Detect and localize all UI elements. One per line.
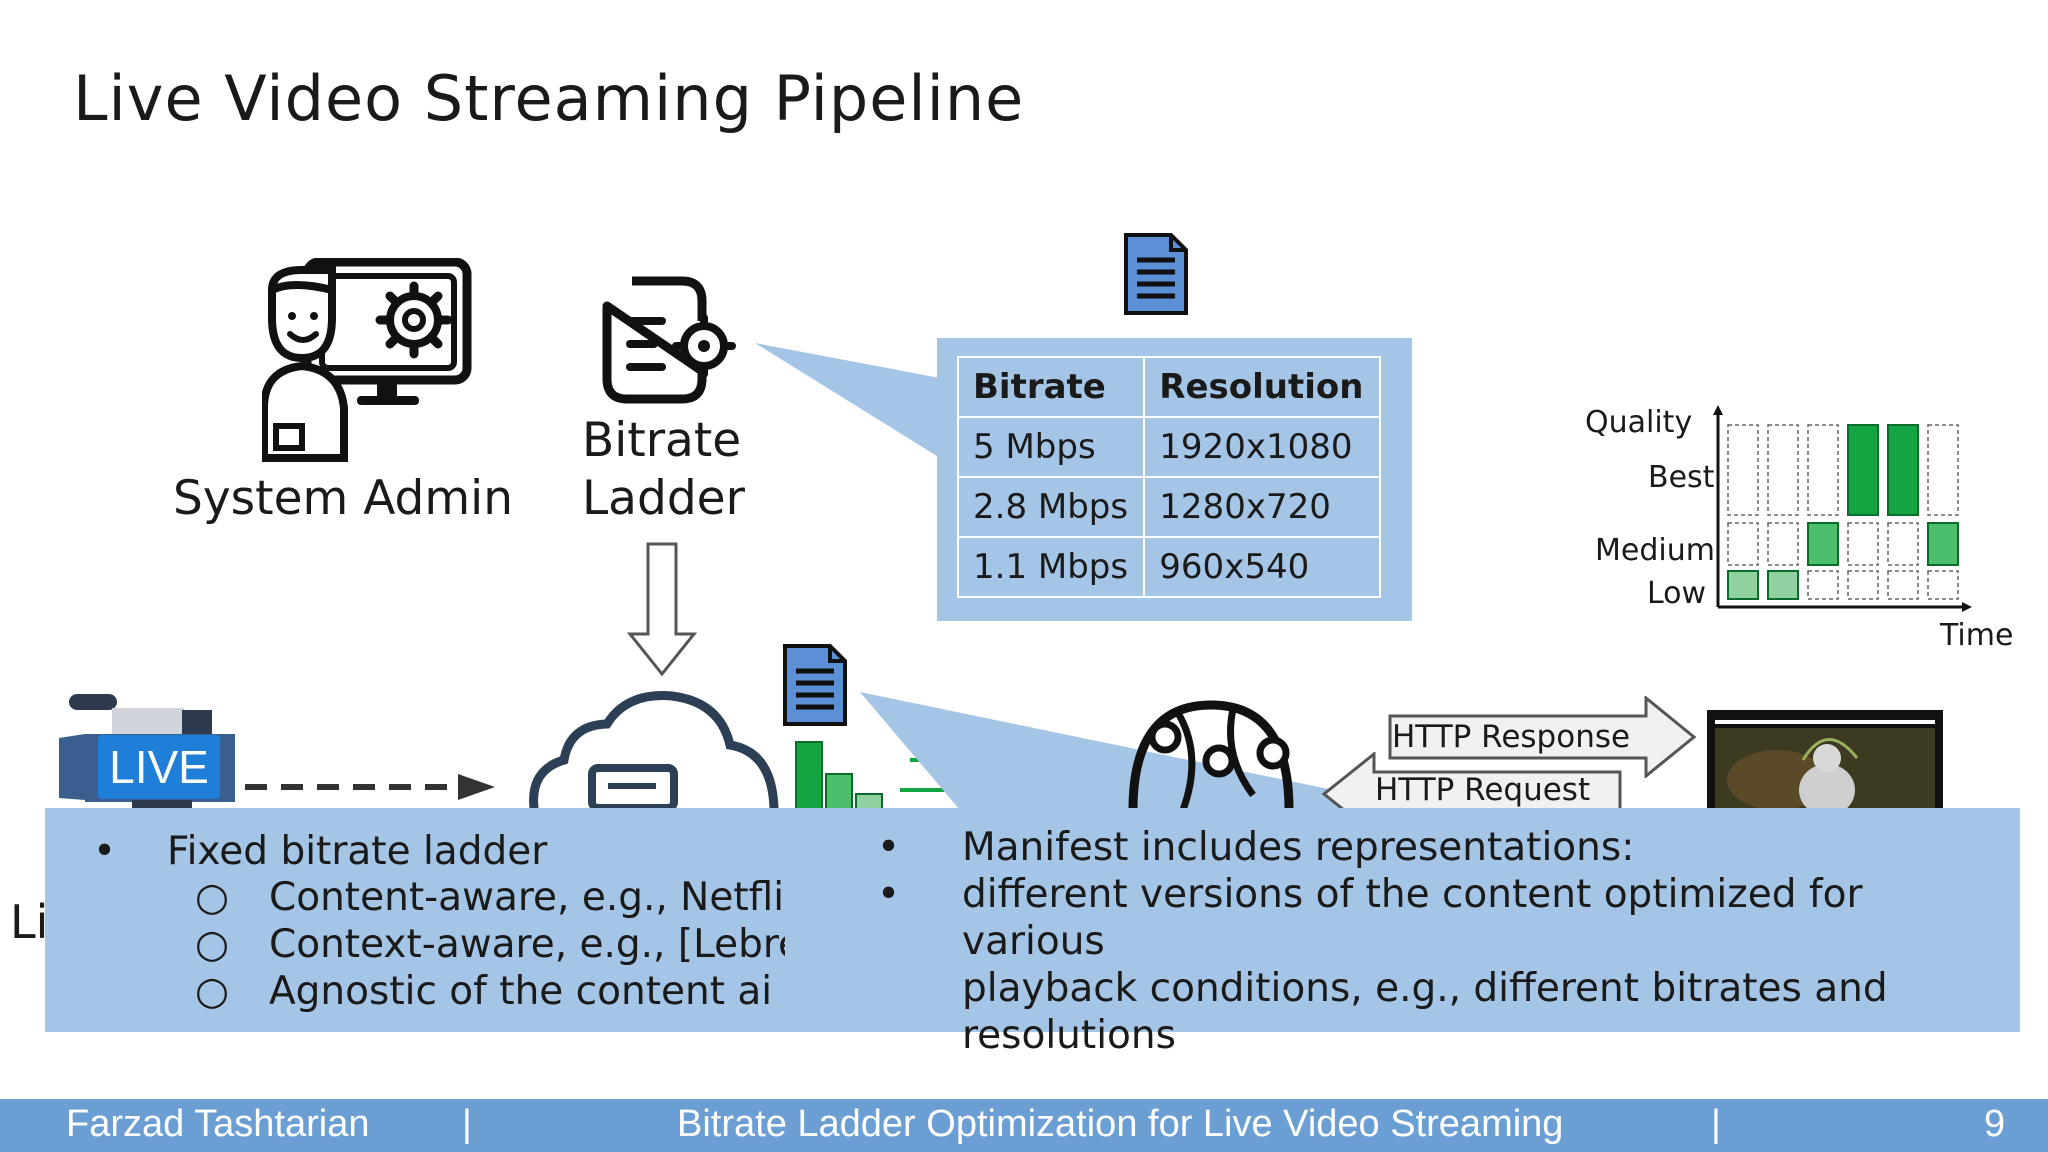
quality-level-medium: Medium [1595, 533, 1715, 568]
cloud-server-icon [529, 691, 779, 808]
slide-title: Live Video Streaming Pipeline [73, 62, 1025, 135]
quality-segment-selected [1767, 570, 1799, 600]
footer-separator: | [1711, 1103, 1721, 1145]
manifest-bullet: • Manifest includes representations: [877, 824, 2012, 871]
quality-level-best: Best [1648, 460, 1715, 495]
bitrate-ladder-table: Bitrate Resolution 5 Mbps 1920x1080 2.8 … [956, 356, 1381, 598]
subbullet-circle: ○ [195, 875, 230, 920]
quality-segment-empty [1767, 522, 1799, 566]
table-row: 5 Mbps 1920x1080 [956, 416, 1381, 478]
table-header-row: Bitrate Resolution [956, 356, 1381, 418]
system-admin-icon [262, 258, 472, 462]
quality-segment-empty [1927, 570, 1959, 600]
http-response-arrow [1388, 696, 1697, 778]
quality-segment-empty [1927, 424, 1959, 516]
quality-segment-empty [1847, 522, 1879, 566]
system-admin-label: System Admin [173, 471, 513, 526]
quality-segment-selected [1927, 522, 1959, 566]
versions-line-2: playback conditions, e.g., different bit… [962, 966, 1888, 1011]
manifest-bullet-text: Manifest includes representations: [962, 825, 1635, 870]
manifest-document-icon [1124, 233, 1188, 315]
footer-talk-title: Bitrate Ladder Optimization for Live Vid… [677, 1103, 1564, 1145]
footer-bar: Farzad Tashtarian | Bitrate Ladder Optim… [0, 1099, 2048, 1152]
info-panel: • Fixed bitrate ladder ○ Content-aware, … [45, 808, 2020, 1058]
table-row: 2.8 Mbps 1280x720 [956, 476, 1381, 538]
bullet-dot: • [877, 825, 901, 870]
http-request-label: HTTP Request [1375, 772, 1591, 808]
quality-segment-empty [1887, 570, 1919, 600]
quality-segment-selected [1727, 570, 1759, 600]
quality-segment-empty [1727, 522, 1759, 566]
bitrate-ladder-icon [602, 276, 736, 404]
fixed-bitrate-ladder-bullet: Fixed bitrate ladder [167, 829, 548, 874]
cutoff-live-label: Li [10, 895, 49, 949]
quality-segment-empty [1847, 570, 1879, 600]
subbullet-circle: ○ [195, 969, 230, 1014]
quality-segment-selected [1847, 424, 1879, 516]
quality-segment-empty [1887, 522, 1919, 566]
bitrate-cell: 2.8 Mbps [956, 476, 1146, 538]
bitrate-ladder-label-line2: Ladder [582, 471, 745, 526]
time-axis-label: Time [1940, 618, 2014, 653]
column-header-bitrate: Bitrate [956, 356, 1146, 418]
versions-bullet: • different versions of the content opti… [877, 871, 2012, 1059]
resolution-cell: 1920x1080 [1143, 416, 1381, 478]
resolution-cell: 1280x720 [1143, 476, 1381, 538]
bitrate-cell: 1.1 Mbps [956, 536, 1146, 598]
quality-over-time-chart [1713, 405, 1972, 612]
bitrate-cell: 5 Mbps [956, 416, 1146, 478]
dashed-arrow [245, 774, 495, 800]
quality-segment-selected [1887, 424, 1919, 516]
subbullet-agnostic: Agnostic of the content ai [269, 969, 773, 1014]
resolution-cell: 960x540 [1143, 536, 1381, 598]
quality-segment-selected [1807, 522, 1839, 566]
quality-axis-label: Quality [1585, 405, 1693, 440]
ladder-callout-pointer [755, 343, 940, 458]
quality-segment-empty [1807, 570, 1839, 600]
subbullet-circle: ○ [195, 922, 230, 967]
manifest-document-icon [783, 644, 847, 726]
subbullet-content-aware: Content-aware, e.g., Netfli [269, 875, 785, 920]
live-badge: LIVE [98, 735, 220, 799]
quality-segment-empty [1807, 424, 1839, 516]
http-request-arrow [1322, 752, 1622, 812]
info-right-column: • Manifest includes representations: • d… [877, 824, 2012, 1059]
footer-page-number: 9 [1984, 1103, 2006, 1145]
video-player-screen [1707, 710, 1943, 810]
quality-segment-empty [1767, 424, 1799, 516]
versions-line-1: different versions of the content optimi… [962, 872, 1863, 964]
network-globe-icon [1128, 700, 1294, 810]
bullet-dot: • [93, 829, 117, 874]
http-response-label: HTTP Response [1392, 719, 1631, 755]
quality-level-low: Low [1647, 576, 1707, 611]
subbullet-context-aware: Context-aware, e.g., [Lebre [269, 922, 785, 967]
quality-segment-empty [1727, 424, 1759, 516]
footer-author: Farzad Tashtarian [66, 1103, 370, 1145]
bitrate-ladder-label-line1: Bitrate [582, 413, 742, 468]
column-header-resolution: Resolution [1143, 356, 1381, 418]
info-left-column: • Fixed bitrate ladder ○ Content-aware, … [45, 808, 785, 1032]
versions-line-3: resolutions [962, 1013, 1176, 1058]
down-arrow-icon [626, 542, 698, 677]
table-row: 1.1 Mbps 960x540 [956, 536, 1381, 598]
footer-separator: | [462, 1103, 472, 1145]
bullet-dot: • [877, 872, 901, 917]
bitrate-ladder-label: Bitrate Ladder [582, 412, 745, 528]
bitrate-ladder-callout: Bitrate Resolution 5 Mbps 1920x1080 2.8 … [937, 338, 1412, 621]
